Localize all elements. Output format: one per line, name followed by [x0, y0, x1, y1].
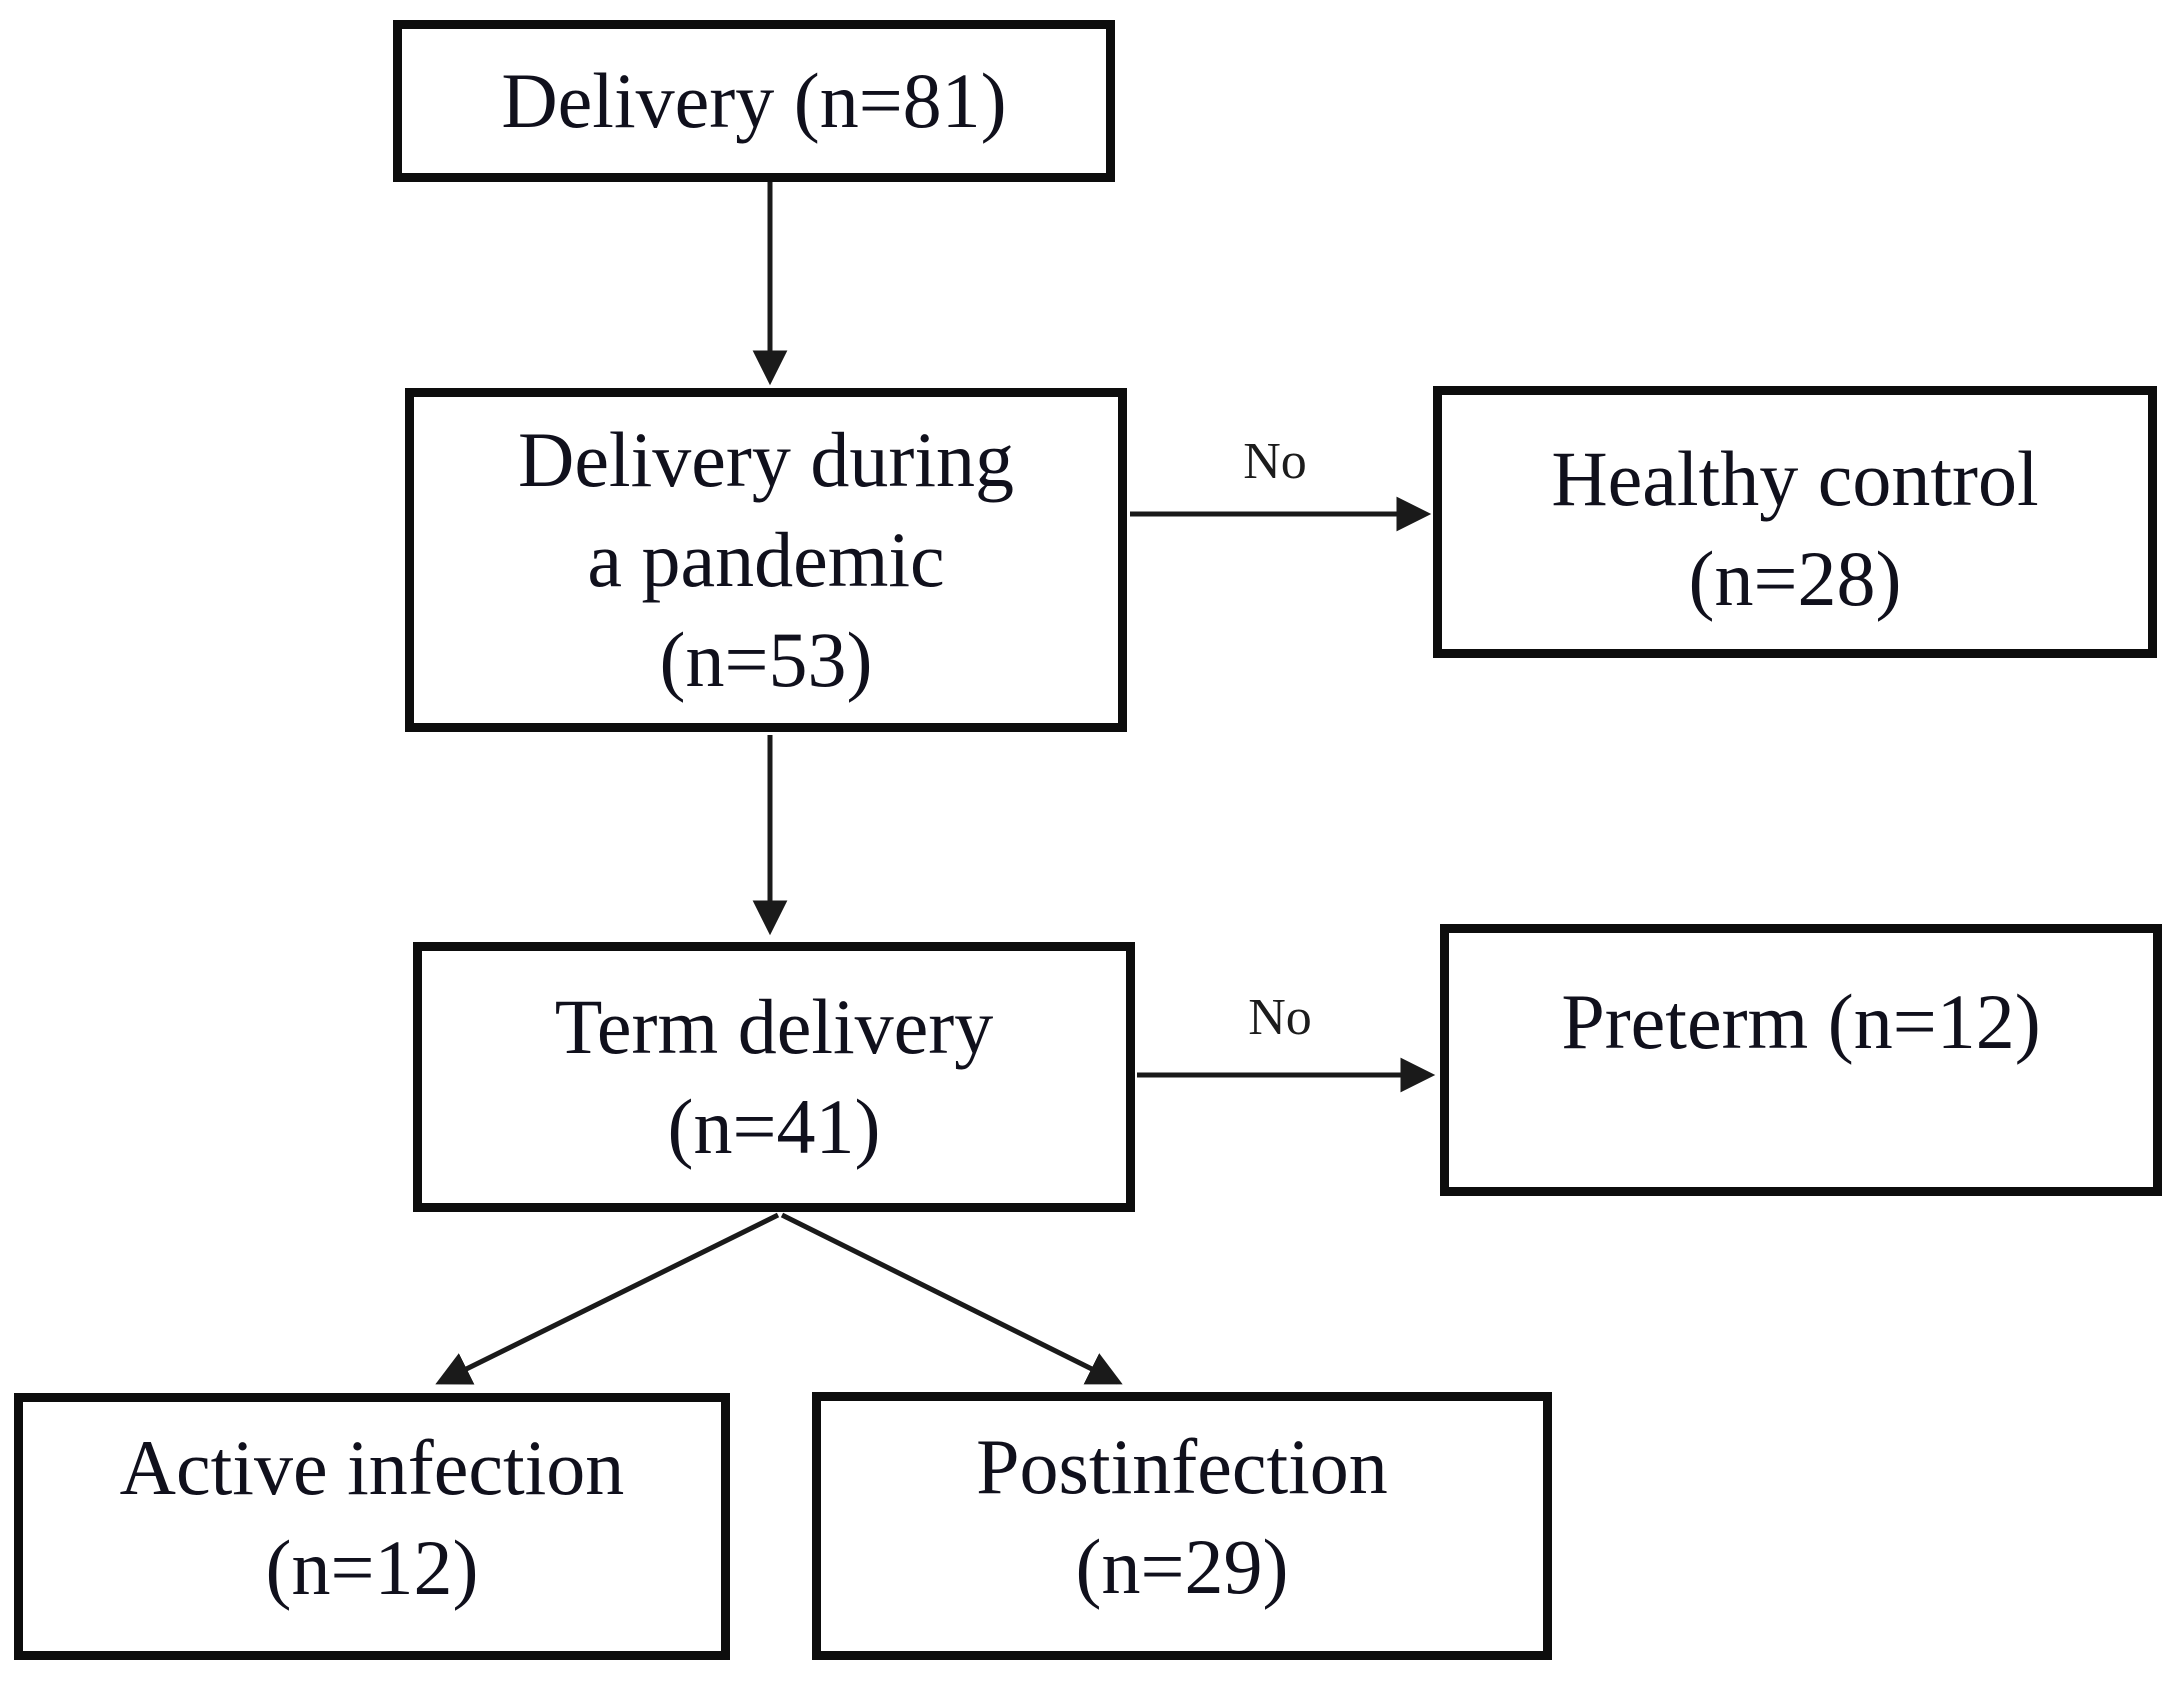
node-term-delivery: Term delivery (n=41) — [413, 942, 1135, 1212]
node-label-line: (n=29) — [1075, 1523, 1289, 1610]
edge-label-no-term-branch: No — [1248, 989, 1312, 1046]
node-label-line: Healthy control — [1551, 435, 2039, 522]
node-label-line: (n=53) — [659, 616, 873, 703]
node-active-infection: Active infection (n=12) — [14, 1393, 730, 1660]
node-label-line: Active infection — [119, 1423, 625, 1511]
node-delivery: Delivery (n=81) — [393, 20, 1115, 182]
node-preterm: Preterm (n=12) — [1440, 924, 2162, 1196]
node-label-line: Term delivery — [554, 983, 994, 1070]
node-label-line: (n=41) — [667, 1083, 881, 1170]
node-label-line: Postinfection — [976, 1423, 1388, 1510]
node-label-line: (n=28) — [1688, 535, 1902, 622]
arrow-term-to-active — [435, 1212, 780, 1385]
node-healthy-control: Healthy control (n=28) — [1433, 386, 2157, 658]
node-label-line: Delivery during — [517, 416, 1015, 503]
node-label-line: Delivery (n=81) — [501, 57, 1007, 144]
node-label-line: Preterm (n=12) — [1561, 978, 2041, 1065]
edge-label-no-pandemic-branch: No — [1243, 433, 1307, 490]
node-label-line: a pandemic — [587, 516, 945, 603]
node-postinfection: Postinfection (n=29) — [812, 1392, 1552, 1660]
node-label-line: (n=12) — [265, 1523, 479, 1611]
node-delivery-during-pandemic: Delivery during a pandemic (n=53) — [405, 388, 1127, 732]
arrow-term-to-postinfection — [780, 1212, 1123, 1385]
